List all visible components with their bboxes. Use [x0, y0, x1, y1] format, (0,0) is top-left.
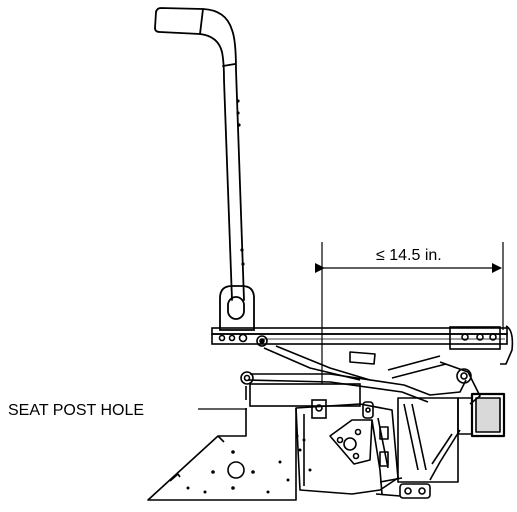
seat-rail — [211, 325, 514, 365]
handle-lock-bracket — [219, 285, 255, 331]
seat-post-tube — [245, 383, 361, 419]
seat-post-hole-label: SEAT POST HOLE — [8, 402, 144, 419]
scissor-linkage — [240, 345, 481, 405]
mechanism-housing — [295, 401, 399, 495]
seat-base-plate — [147, 408, 297, 501]
dimension-label: ≤ 14.5 in. — [376, 247, 442, 264]
push-handle — [154, 7, 245, 301]
callout-seat-post-hole: SEAT POST HOLE — [8, 402, 247, 419]
dimension-seat-depth: ≤ 14.5 in. — [315, 242, 504, 384]
actuator-assembly — [375, 392, 506, 499]
